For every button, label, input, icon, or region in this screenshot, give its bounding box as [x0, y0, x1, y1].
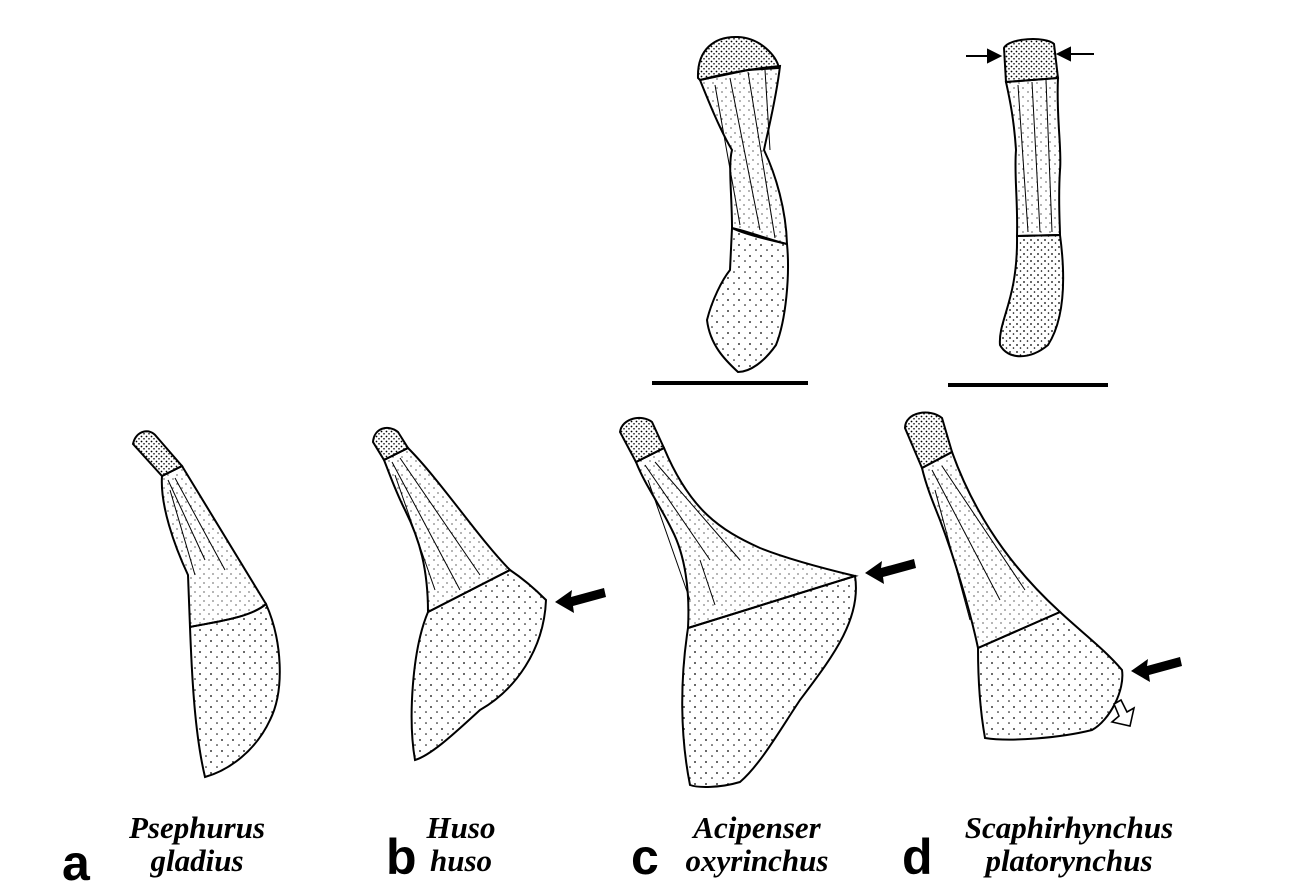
panel-b-letter: b: [386, 832, 417, 882]
panel-d-genus: Scaphirhynchus: [944, 812, 1194, 845]
arrow-b: [555, 588, 606, 613]
panel-a-genus: Psephurus: [112, 812, 282, 845]
panel-c-species-name: Acipenser oxyrinchus: [672, 812, 842, 877]
arrow-d: [1131, 657, 1182, 682]
panel-c-letter: c: [631, 832, 659, 882]
upper-bone-c-shaft: [700, 66, 787, 244]
upper-bone-c: [698, 37, 788, 372]
small-arrow-right: [1058, 48, 1094, 60]
panel-b-species: huso: [416, 845, 506, 878]
bone-c: [620, 418, 856, 787]
panel-b-species-name: Huso huso: [416, 812, 506, 877]
upper-bone-c-base: [707, 228, 788, 372]
panel-d-letter: d: [902, 832, 933, 882]
upper-bone-d: [1000, 39, 1063, 356]
panel-b-genus: Huso: [416, 812, 506, 845]
upper-bone-d-cap: [1004, 39, 1058, 82]
bone-a-blade: [190, 604, 280, 777]
open-arrow-d: [1112, 700, 1134, 726]
arrow-c: [865, 559, 916, 584]
panel-c-species: oxyrinchus: [672, 845, 842, 878]
upper-bone-d-base: [1000, 235, 1063, 356]
small-arrow-left: [966, 50, 1000, 62]
panel-d-species: platorynchus: [944, 845, 1194, 878]
panel-d-species-name: Scaphirhynchus platorynchus: [944, 812, 1194, 877]
bone-d: [905, 413, 1122, 740]
panel-a-species: gladius: [112, 845, 282, 878]
bone-a-shaft: [162, 466, 266, 627]
panel-a-species-name: Psephurus gladius: [112, 812, 282, 877]
panel-a-letter: a: [62, 838, 90, 888]
bone-b: [373, 428, 546, 760]
bone-a: [133, 431, 280, 777]
bone-d-shaft: [922, 452, 1060, 648]
panel-c-genus: Acipenser: [672, 812, 842, 845]
